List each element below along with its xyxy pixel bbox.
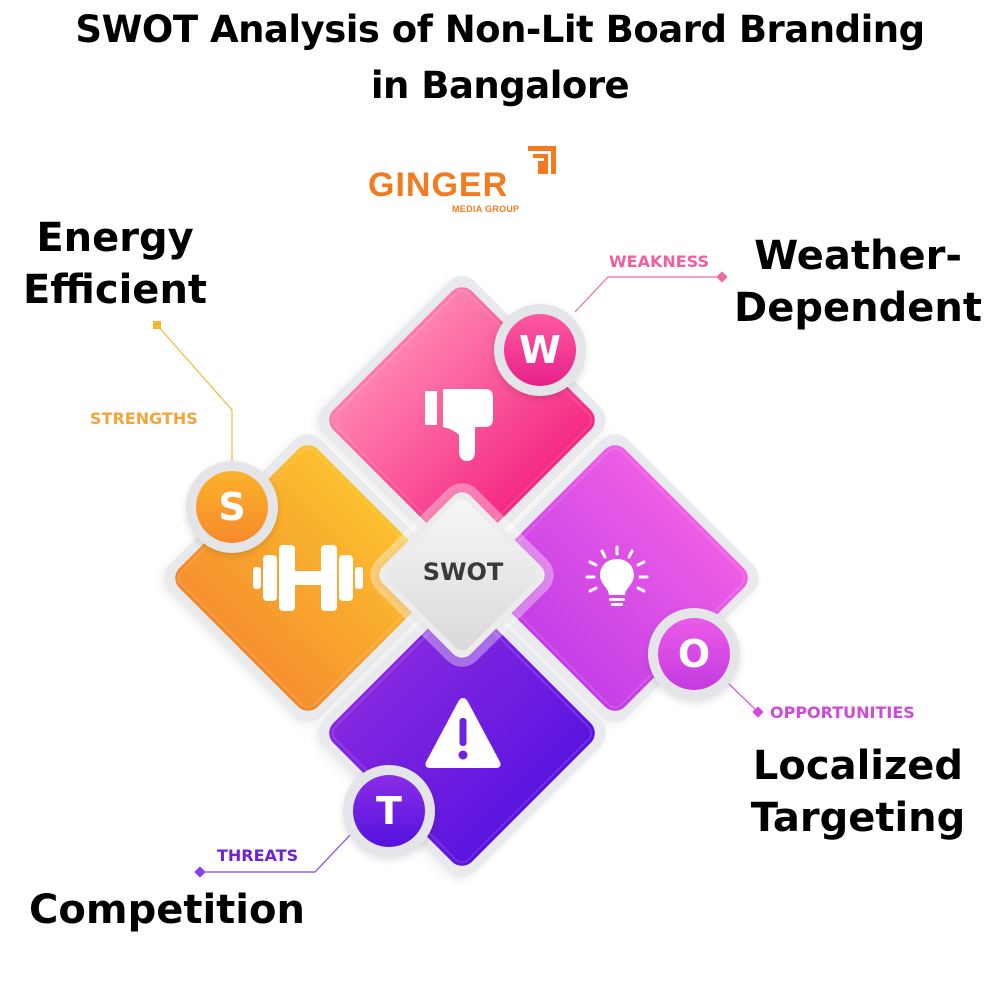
logo-mark-icon	[528, 146, 556, 174]
threats-point-line-1: Competition	[29, 887, 305, 933]
weakness-badge[interactable]: W	[494, 304, 586, 396]
opportunities-badge[interactable]: O	[648, 608, 740, 700]
threats-letter: T	[353, 775, 425, 847]
ginger-media-group-logo: GINGER MEDIA GROUP	[368, 146, 568, 216]
logo-subtitle: MEDIA GROUP	[452, 204, 520, 214]
swot-center-label: SWOT	[422, 558, 504, 586]
opportunities-point: Localized Targeting	[738, 740, 978, 844]
strengths-point: Energy Efficient	[0, 212, 230, 316]
weakness-point-line-1: Weather-	[754, 233, 962, 279]
strengths-badge[interactable]: S	[186, 461, 278, 553]
warning-icon	[425, 698, 501, 768]
logo-wordmark: GINGER	[368, 166, 509, 204]
thumbs-down-icon	[425, 389, 493, 461]
weakness-category-label: WEAKNESS	[609, 252, 710, 271]
threats-point: Competition	[12, 884, 322, 936]
weakness-letter: W	[504, 314, 576, 386]
opportunities-category-label: OPPORTUNITIES	[770, 703, 915, 722]
threats-category-label: THREATS	[217, 846, 299, 865]
title-line-1: SWOT Analysis of Non-Lit Board Branding	[75, 8, 925, 51]
title-line-2: in Bangalore	[370, 64, 630, 107]
opportunities-letter: O	[658, 618, 730, 690]
weakness-point-line-2: Dependent	[734, 285, 982, 331]
opportunities-point-line-1: Localized	[752, 743, 964, 789]
lightbulb-icon	[585, 545, 649, 606]
weakness-point: Weather- Dependent	[724, 230, 992, 334]
page-title: SWOT Analysis of Non-Lit Board Branding …	[0, 2, 1000, 114]
strengths-category-label: STRENGTHS	[90, 409, 198, 428]
strengths-point-line-2: Efficient	[22, 267, 208, 313]
threats-badge[interactable]: T	[343, 765, 435, 857]
strengths-point-line-1: Energy	[36, 215, 194, 261]
dumbbell-icon	[253, 545, 363, 611]
strengths-letter: S	[196, 471, 268, 543]
opportunities-point-line-2: Targeting	[750, 795, 966, 841]
